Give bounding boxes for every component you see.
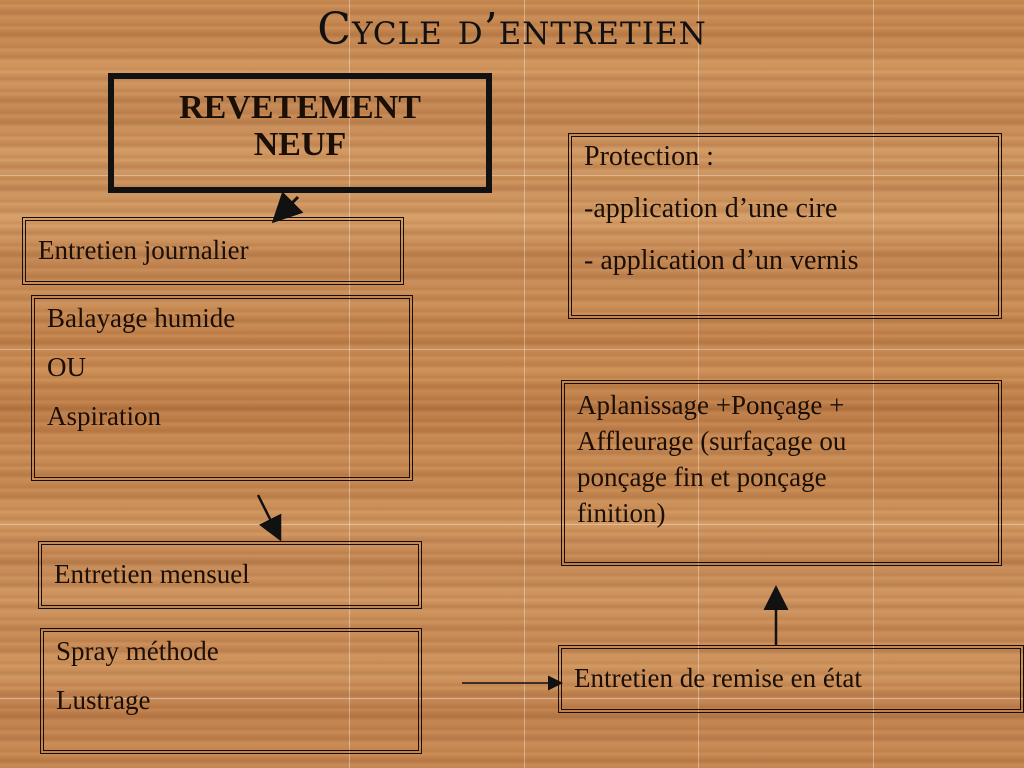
balayage-line2: OU [47, 352, 86, 383]
balayage-box: Balayage humide OU Aspiration [31, 295, 413, 481]
aplanissage-line4: finition) [577, 497, 666, 528]
entretien-journalier-label: Entretien journalier [38, 235, 249, 265]
entretien-mensuel-label: Entretien mensuel [54, 559, 250, 589]
entretien-remise-label: Entretien de remise en état [574, 663, 862, 693]
grid-line [0, 175, 1024, 176]
grid-line [698, 0, 699, 768]
grid-line [0, 349, 1024, 350]
entretien-journalier-box: Entretien journalier [22, 217, 404, 285]
grid-line [873, 0, 874, 768]
grid-line [0, 524, 1024, 525]
spray-line2: Lustrage [56, 685, 151, 716]
grid-line [524, 0, 525, 768]
arrow-balayage-to-mensuel [256, 494, 282, 542]
arrow-revetement-to-journalier [271, 191, 304, 224]
revetement-neuf-box: REVETEMENT NEUF [108, 73, 492, 193]
spray-line1: Spray méthode [56, 636, 219, 666]
protection-item1: -application d’une cire [584, 193, 838, 225]
protection-heading: Protection : [584, 141, 714, 172]
entretien-mensuel-box: Entretien mensuel [38, 541, 422, 609]
balayage-line1: Balayage humide [47, 303, 236, 333]
protection-box: Protection : -application d’une cire - a… [568, 133, 1002, 319]
revetement-line2: NEUF [253, 126, 347, 164]
aplanissage-line1: Aplanissage +Ponçage + [577, 390, 845, 420]
spray-box: Spray méthode Lustrage [40, 628, 422, 754]
grid-line [0, 698, 1024, 699]
grid-line [349, 0, 350, 768]
slide-title: Cycle d’entretien [317, 4, 707, 55]
aplanissage-box: Aplanissage +Ponçage + Affleurage (surfa… [561, 380, 1002, 566]
aplanissage-line3: ponçage fin et ponçage [577, 461, 827, 492]
protection-item2: - application d’un vernis [584, 245, 859, 277]
balayage-line3: Aspiration [47, 401, 161, 432]
aplanissage-line2: Affleurage (surfaçage ou [577, 425, 847, 456]
revetement-line1: REVETEMENT [179, 89, 421, 126]
